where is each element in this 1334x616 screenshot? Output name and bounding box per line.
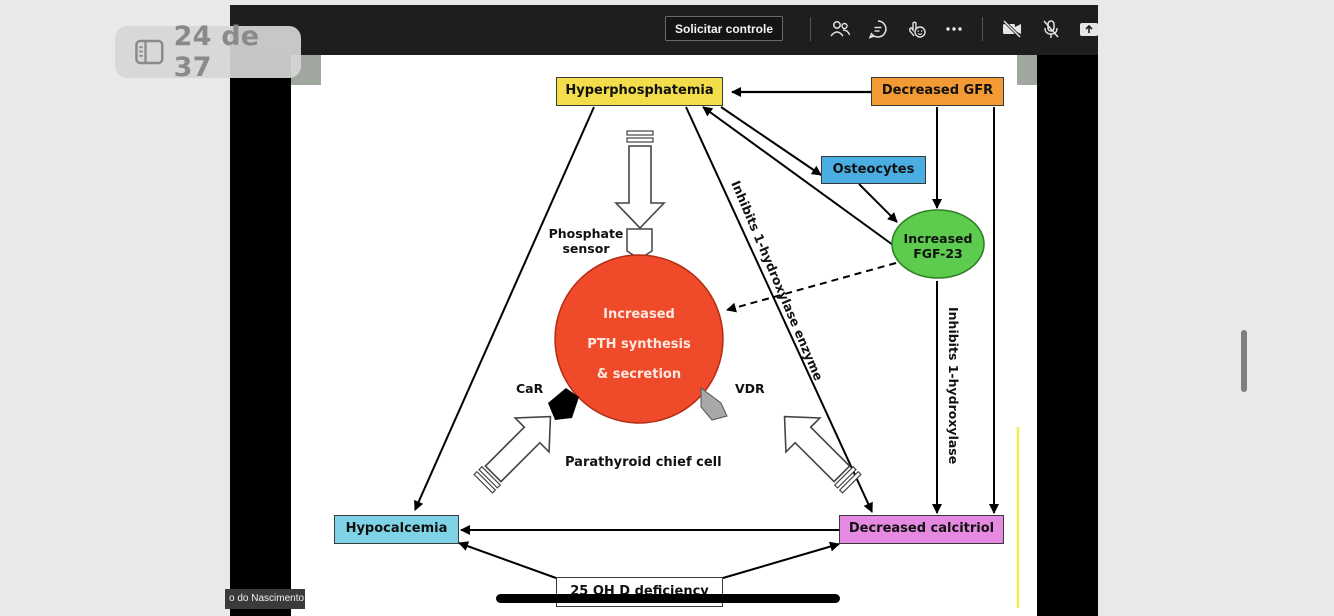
mic-off-icon[interactable] bbox=[1040, 18, 1062, 40]
node-decreased-calcitriol: Decreased calcitriol bbox=[839, 515, 1004, 544]
scroll-indicator[interactable] bbox=[1241, 330, 1247, 392]
slide-corner-decoration bbox=[1017, 55, 1037, 85]
fgf23-label-line1: Increased bbox=[903, 231, 973, 246]
phosphate-sensor-line1: Phosphate bbox=[548, 226, 624, 241]
arrow-osteocytes-to-fgf23 bbox=[858, 183, 898, 223]
diagram-arrows: Inhibits 1-hydroxylase enzyme Inhibits 1… bbox=[414, 87, 1020, 608]
vitamin-d-input-arrow bbox=[783, 415, 862, 494]
share-icon[interactable] bbox=[1078, 18, 1098, 40]
inhibits-1-hydroxylase-label: Inhibits 1-hydroxylase bbox=[946, 307, 961, 464]
phosphate-input-arrow bbox=[614, 130, 666, 230]
car-label: CaR bbox=[516, 381, 544, 396]
phosphate-sensor-label: Phosphate sensor bbox=[544, 226, 628, 256]
calcium-input-arrow bbox=[473, 415, 552, 494]
arrow-ohd-to-calcitriol bbox=[722, 541, 840, 579]
fgf23-ellipse bbox=[891, 209, 985, 279]
page-counter-text: 24 de 37 bbox=[173, 21, 260, 83]
arrow-hyperphosphatemia-to-osteocytes bbox=[720, 106, 822, 176]
arrow-fgf23-to-pth-dashed bbox=[726, 262, 897, 313]
node-osteocytes: Osteocytes bbox=[821, 156, 926, 184]
arrow-fgf23-to-hyperphosphatemia bbox=[702, 106, 894, 246]
sidebar-toggle-icon bbox=[135, 39, 164, 65]
participants-icon[interactable] bbox=[829, 18, 851, 40]
more-icon[interactable] bbox=[943, 18, 965, 40]
pth-cell-circle bbox=[554, 254, 724, 424]
node-hypocalcemia: Hypocalcemia bbox=[334, 515, 459, 544]
shared-slide: Inhibits 1-hydroxylase enzyme Inhibits 1… bbox=[291, 55, 1037, 616]
vdr-label: VDR bbox=[735, 381, 765, 396]
participant-name-tag: o do Nascimento bbox=[225, 589, 305, 609]
phosphate-sensor-line2: sensor bbox=[562, 241, 610, 256]
chat-icon[interactable] bbox=[867, 18, 889, 40]
pth-label-line2: PTH synthesis bbox=[587, 337, 691, 352]
node-decreased-gfr: Decreased GFR bbox=[871, 77, 1004, 106]
fgf23-label-line2: FGF-23 bbox=[913, 246, 963, 261]
camera-off-icon[interactable] bbox=[1001, 18, 1023, 40]
meeting-toolbar: Solicitar controle bbox=[230, 5, 1098, 55]
pth-label: Increased PTH synthesis & secretion bbox=[559, 300, 719, 390]
parathyroid-chief-cell-label: Parathyroid chief cell bbox=[565, 455, 722, 470]
arrow-hyperphosphatemia-to-hypocalcemia bbox=[414, 106, 595, 511]
pth-label-line3: & secretion bbox=[596, 367, 682, 382]
toolbar-divider bbox=[810, 17, 811, 41]
node-hyperphosphatemia: Hyperphosphatemia bbox=[556, 77, 723, 106]
car-receptor bbox=[548, 388, 579, 420]
arrow-hyperphosphatemia-to-calcitriol bbox=[685, 106, 873, 513]
toolbar-divider bbox=[982, 17, 983, 41]
reactions-icon[interactable] bbox=[905, 18, 927, 40]
inhibits-enzyme-label: Inhibits 1-hydroxylase enzyme bbox=[728, 178, 826, 383]
fgf23-label: Increased FGF-23 bbox=[892, 231, 984, 261]
page-counter[interactable]: 24 de 37 bbox=[115, 21, 301, 83]
arrow-ohd-to-hypocalcemia bbox=[458, 541, 557, 579]
pth-label-line1: Increased bbox=[603, 307, 675, 322]
home-indicator[interactable] bbox=[496, 594, 840, 603]
meeting-window: Solicitar controle bbox=[230, 5, 1098, 616]
request-control-button[interactable]: Solicitar controle bbox=[665, 16, 783, 41]
vdr-receptor bbox=[700, 387, 728, 421]
